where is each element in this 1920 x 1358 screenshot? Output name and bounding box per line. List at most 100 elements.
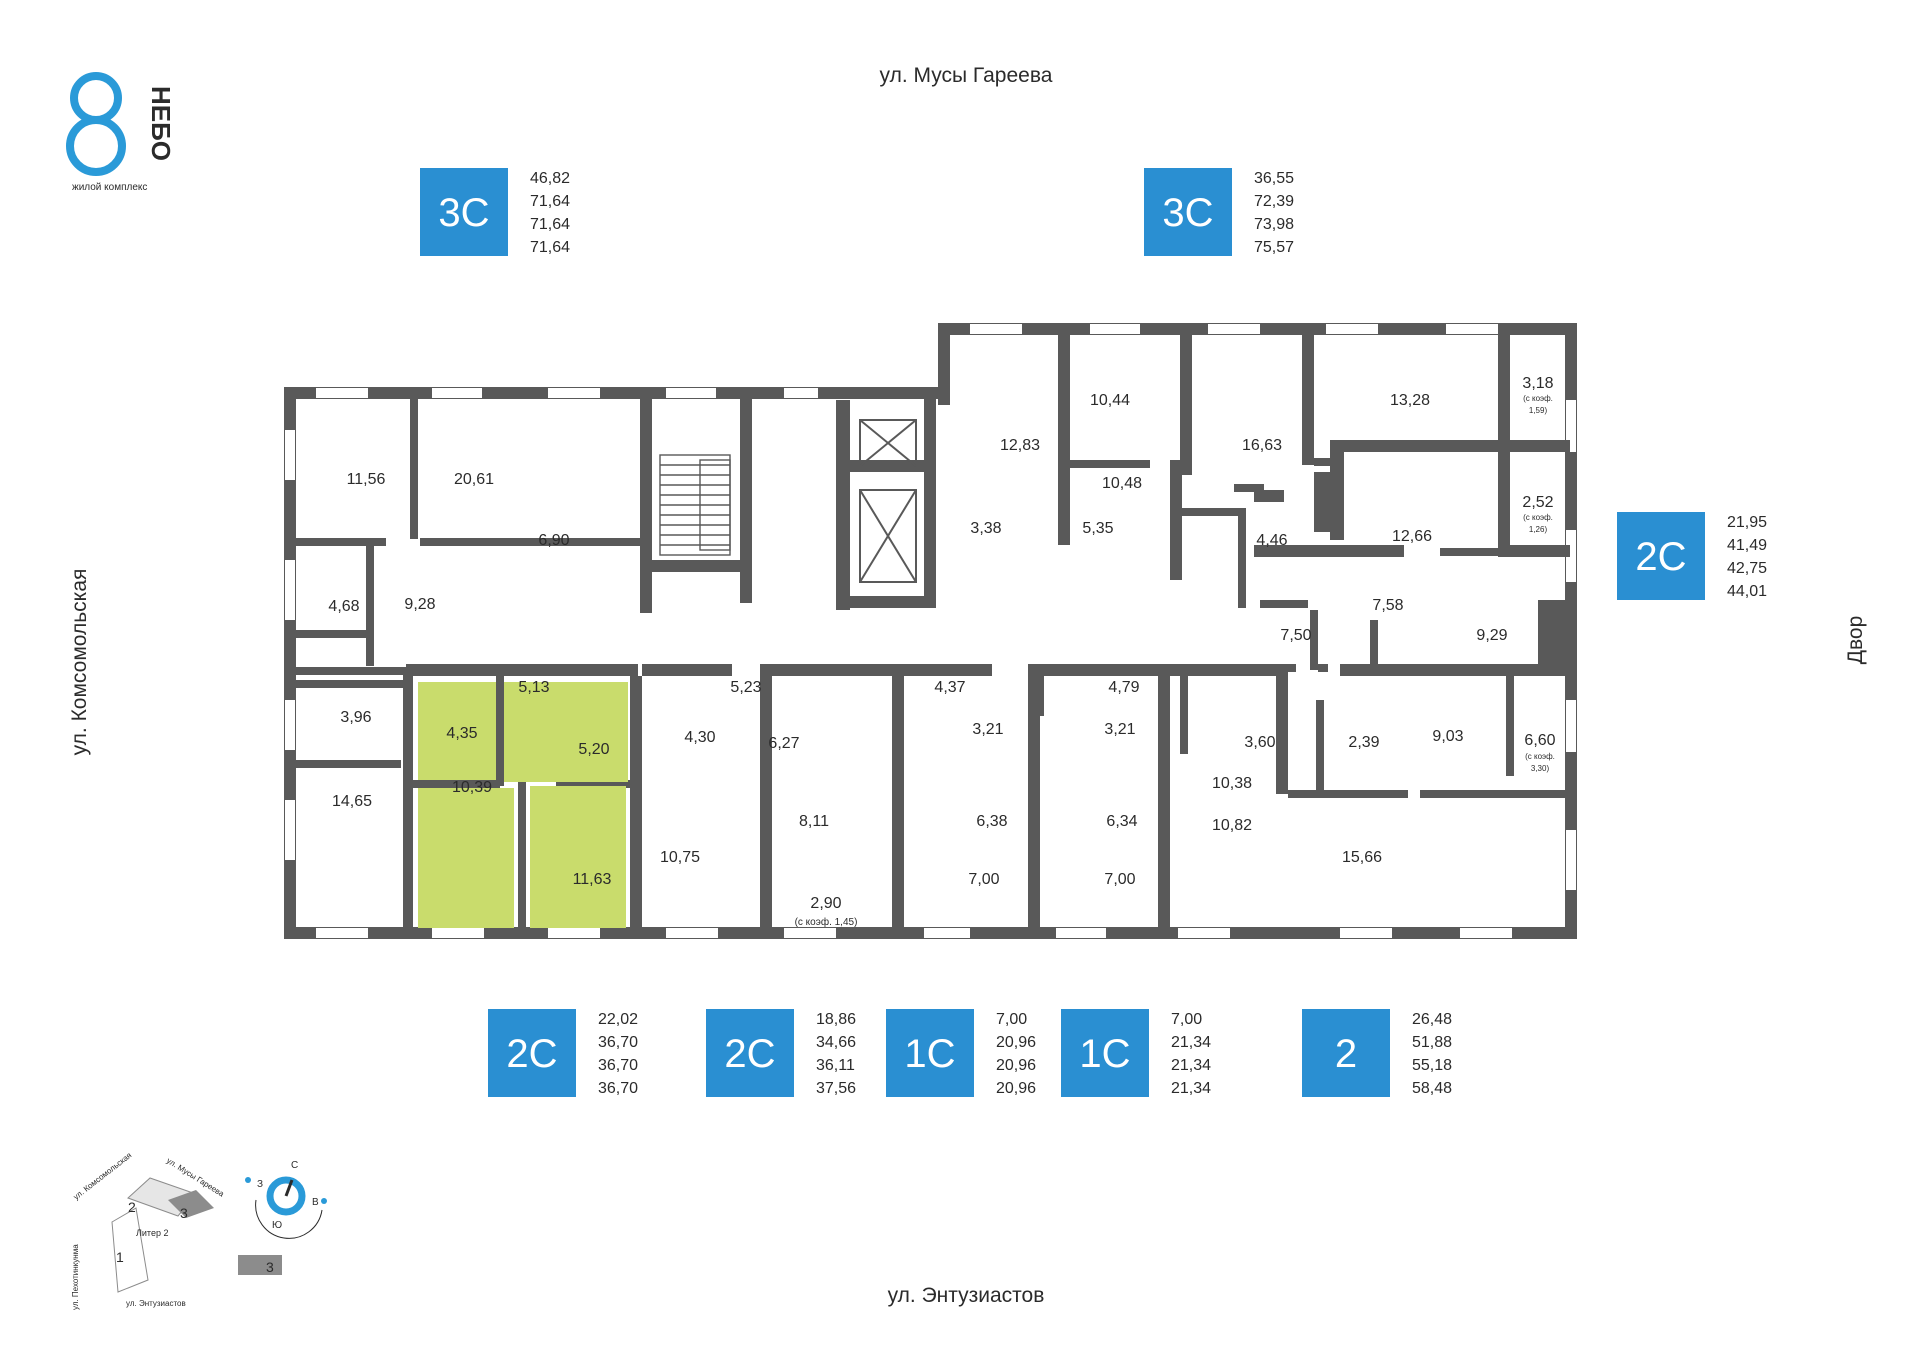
right-block-outline	[938, 323, 1577, 939]
unit-area-value: 20,96	[996, 1080, 1036, 1097]
windows-top	[316, 324, 1498, 398]
logo-ring-top	[70, 72, 122, 124]
compass-west: З	[257, 1179, 263, 1190]
unit-area-value: 37,56	[816, 1080, 856, 1097]
minimap-building-1	[111, 1207, 149, 1293]
minimap-legend-number: 3	[266, 1259, 274, 1275]
unit-area-value: 36,70	[598, 1080, 638, 1097]
unit-area-value: 20,96	[996, 1057, 1036, 1074]
unit-badge-box	[488, 1009, 576, 1097]
unit-area-value: 75,57	[1254, 239, 1294, 256]
street-top: ул. Мусы Гареева	[880, 64, 1053, 87]
minimap-num-3: 3	[180, 1205, 188, 1221]
unit-area-value: 42,75	[1727, 560, 1767, 577]
building	[284, 323, 1577, 939]
unit-badge-box	[886, 1009, 974, 1097]
room-area-label: 9,29	[1476, 627, 1507, 644]
room-area-label: 9,28	[404, 596, 435, 613]
compass-north: С	[291, 1160, 298, 1171]
room-area-label: (с коэф.	[1523, 513, 1553, 522]
room-area-label: 10,82	[1212, 817, 1252, 834]
minimap-building-3	[168, 1190, 214, 1218]
left-block-outline	[284, 387, 950, 939]
elevators	[859, 419, 917, 583]
unit-area-value: 55,18	[1412, 1057, 1452, 1074]
minimap-num-1: 1	[116, 1249, 124, 1265]
unit-area-value: 20,96	[996, 1034, 1036, 1051]
unit-badge-box	[420, 168, 508, 256]
room-area-label: 1,26)	[1529, 525, 1548, 534]
room-area-label: 15,66	[1342, 849, 1382, 866]
room-area-label: 5,13	[518, 679, 549, 696]
unit-badges: 3С46,8271,6471,6471,643С36,5572,3973,987…	[420, 168, 1767, 1097]
room-area-label: (с коэф.	[1523, 394, 1553, 403]
street-bottom: ул. Энтузиастов	[888, 1284, 1045, 1307]
room-area-label: (с коэф.	[1525, 752, 1555, 761]
minimap-street-1: ул. Комсомольская	[72, 1151, 134, 1202]
room-area-label: 5,20	[578, 741, 609, 758]
room-area-label: 1,59)	[1529, 406, 1548, 415]
room-area-label: 2,52	[1522, 494, 1553, 511]
compass-dot-east	[321, 1198, 327, 1204]
room-area-label: 2,39	[1348, 734, 1379, 751]
room-area-label: 10,44	[1090, 392, 1130, 409]
windows-sides	[285, 400, 1576, 890]
room-area-label: 4,30	[684, 729, 715, 746]
unit-area-value: 51,88	[1412, 1034, 1452, 1051]
room-area-label: 4,35	[446, 725, 477, 742]
room-area-label: 11,56	[347, 471, 386, 488]
room-area-label: (с коэф. 1,45)	[795, 916, 858, 928]
unit-type-label: 3С	[1162, 191, 1213, 235]
room-area-label: 6,90	[538, 532, 569, 549]
unit-area-value: 21,95	[1727, 514, 1767, 531]
unit-badge-box	[1302, 1009, 1390, 1097]
unit-area-value: 7,00	[1171, 1011, 1202, 1028]
room-area-label: 3,21	[1104, 721, 1135, 738]
unit-area-value: 22,02	[598, 1011, 638, 1028]
unit-area-value: 21,34	[1171, 1034, 1211, 1051]
logo-subtitle: жилой комплекс	[72, 182, 147, 193]
street-left: ул. Комсомольская	[68, 569, 91, 756]
unit-area-value: 36,55	[1254, 170, 1294, 187]
room-area-label: 6,60	[1524, 732, 1555, 749]
compass-ring	[266, 1176, 306, 1216]
unit-area-value: 72,39	[1254, 193, 1294, 210]
windows-bottom	[316, 928, 1512, 938]
unit-area-value: 58,48	[1412, 1080, 1452, 1097]
unit-type-label: 2С	[1635, 535, 1686, 579]
unit-area-value: 36,70	[598, 1057, 638, 1074]
minimap-legend-swatch	[238, 1255, 282, 1275]
room-area-label: 2,90	[810, 895, 841, 912]
unit-area-value: 26,48	[1412, 1011, 1452, 1028]
room-area-label: 7,50	[1280, 627, 1311, 644]
minimap-liter: Литер 2	[136, 1228, 168, 1238]
minimap-street-3: ул. Пехотинкунма	[71, 1244, 80, 1310]
unit-area-value: 36,11	[816, 1057, 855, 1074]
room-area-label: 8,11	[799, 813, 829, 830]
room-area-label: 3,30)	[1531, 764, 1550, 773]
room-area-label: 3,18	[1522, 375, 1553, 392]
room-area-label: 3,38	[970, 520, 1001, 537]
room-area-label: 12,66	[1392, 528, 1432, 545]
minimap: 3 2 3 1 Литер 2 ул. Комсомольская ул. Му…	[71, 1151, 327, 1310]
room-area-label: 13,28	[1390, 392, 1430, 409]
unit-type-label: 3С	[438, 191, 489, 235]
unit-badge-box	[1061, 1009, 1149, 1097]
room-area-label: 9,03	[1432, 728, 1463, 745]
unit-badge-box	[1617, 512, 1705, 600]
room-area-label: 4,79	[1108, 679, 1139, 696]
logo-word: НЕБО	[146, 86, 176, 161]
unit-area-value: 18,86	[816, 1011, 856, 1028]
unit-area-value: 36,70	[598, 1034, 638, 1051]
room-area-label: 3,60	[1244, 734, 1275, 751]
room-area-label: 6,38	[976, 813, 1007, 830]
room-area-label: 16,63	[1242, 437, 1282, 454]
room-area-label: 14,65	[332, 793, 372, 810]
room-area-label: 6,34	[1106, 813, 1137, 830]
